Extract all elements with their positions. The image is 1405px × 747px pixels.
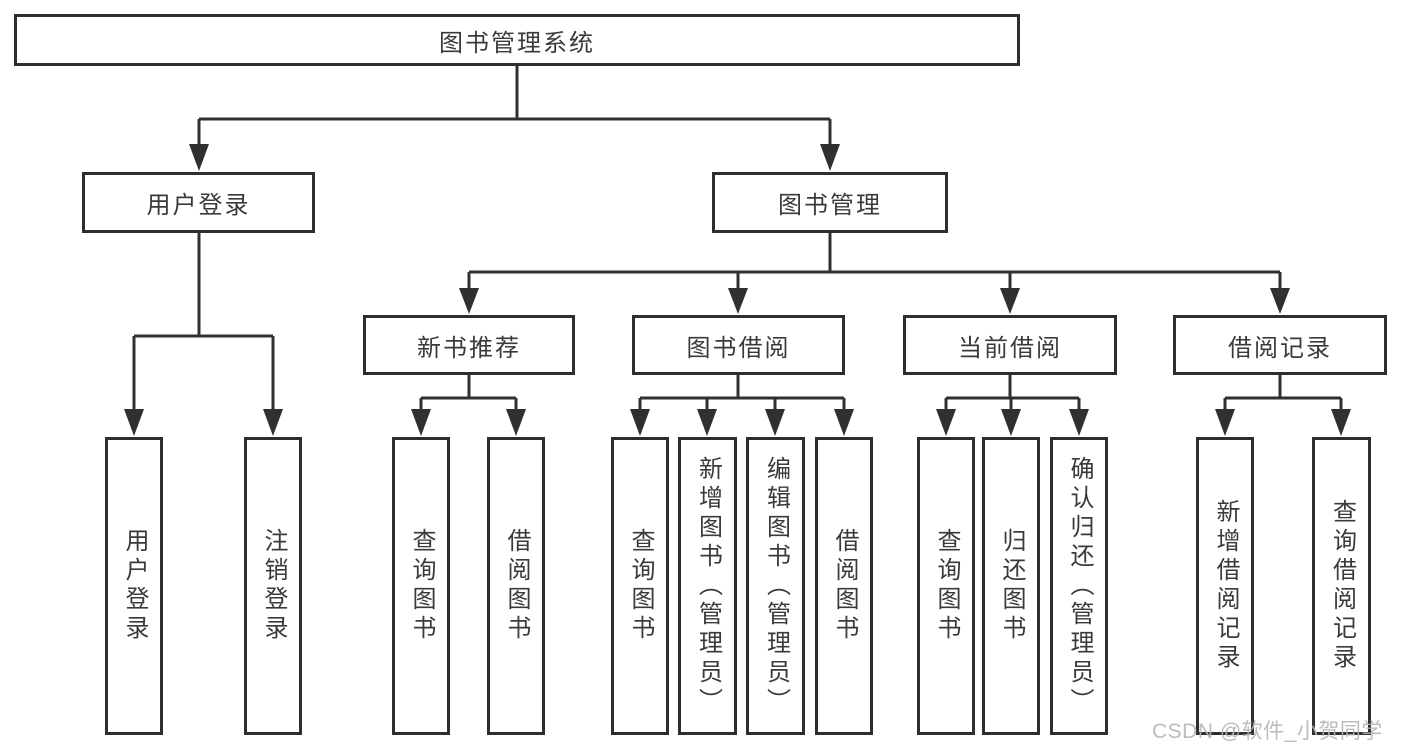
arrow-down-icon <box>411 409 431 436</box>
leaf-label: 借阅图书 <box>831 528 858 644</box>
leaf-add-borrow-record: 新增借阅记录 <box>1196 437 1254 735</box>
leaf-label: 用户登录 <box>121 528 148 644</box>
node-root: 图书管理系统 <box>14 14 1020 66</box>
leaf-label: 借阅图书 <box>503 528 530 644</box>
connector-user-login-to-leaves <box>124 233 283 436</box>
connector-new-book-recommend-to-leaves <box>411 375 526 436</box>
arrow-down-icon <box>1001 409 1021 436</box>
arrow-down-icon <box>728 288 748 314</box>
connector-root-to-level2 <box>189 66 840 171</box>
arrow-down-icon <box>834 409 854 436</box>
arrow-down-icon <box>459 288 479 314</box>
arrow-down-icon <box>765 409 785 436</box>
leaf-label: 新增图书（管理员） <box>694 455 722 717</box>
arrow-down-icon <box>1000 288 1020 314</box>
node-user-login-branch: 用户登录 <box>82 172 315 233</box>
leaf-confirm-return-admin: 确认归还（管理员） <box>1050 437 1108 735</box>
leaf-query-books-current: 查询图书 <box>917 437 975 735</box>
leaf-logout: 注销登录 <box>244 437 302 735</box>
node-new-book-recommend: 新书推荐 <box>363 315 575 375</box>
connector-book-borrow-to-leaves <box>630 375 854 436</box>
leaf-label: 注销登录 <box>260 528 287 644</box>
arrow-down-icon <box>936 409 956 436</box>
arrow-down-icon <box>630 409 650 436</box>
arrow-down-icon <box>124 409 144 436</box>
watermark: CSDN @软件_小贺同学 <box>1152 720 1383 743</box>
node-borrow-records: 借阅记录 <box>1173 315 1387 375</box>
arrow-down-icon <box>1215 409 1235 436</box>
leaf-label: 归还图书 <box>998 528 1025 644</box>
node-book-management: 图书管理 <box>712 172 948 233</box>
leaf-query-books-recommend: 查询图书 <box>392 437 450 735</box>
leaf-borrow-books-recommend: 借阅图书 <box>487 437 545 735</box>
connector-borrow-records-to-leaves <box>1215 375 1351 436</box>
leaf-edit-book-admin: 编辑图书（管理员） <box>746 437 805 735</box>
node-book-borrow: 图书借阅 <box>632 315 845 375</box>
arrow-down-icon <box>1331 409 1351 436</box>
leaf-query-books-borrow: 查询图书 <box>611 437 669 735</box>
arrow-down-icon <box>697 409 717 436</box>
leaf-label: 查询借阅记录 <box>1328 499 1356 673</box>
leaf-borrow-books: 借阅图书 <box>815 437 873 735</box>
arrow-down-icon <box>1270 288 1290 314</box>
leaf-user-login: 用户登录 <box>105 437 163 735</box>
connector-current-borrow-to-leaves <box>936 375 1089 436</box>
arrow-down-icon <box>263 409 283 436</box>
arrow-down-icon <box>506 409 526 436</box>
leaf-label: 查询图书 <box>408 528 435 644</box>
arrow-down-icon <box>189 144 209 171</box>
leaf-label: 编辑图书（管理员） <box>762 455 790 717</box>
connector-book-management-to-level3 <box>459 233 1290 314</box>
leaf-label: 查询图书 <box>627 528 654 644</box>
leaf-query-borrow-record: 查询借阅记录 <box>1312 437 1371 735</box>
leaf-label: 新增借阅记录 <box>1212 499 1239 673</box>
arrow-down-icon <box>1069 409 1089 436</box>
leaf-add-book-admin: 新增图书（管理员） <box>678 437 737 735</box>
leaf-label: 确认归还（管理员） <box>1066 455 1093 717</box>
node-current-borrow: 当前借阅 <box>903 315 1117 375</box>
leaf-return-book: 归还图书 <box>982 437 1040 735</box>
leaf-label: 查询图书 <box>933 528 960 644</box>
arrow-down-icon <box>820 144 840 171</box>
